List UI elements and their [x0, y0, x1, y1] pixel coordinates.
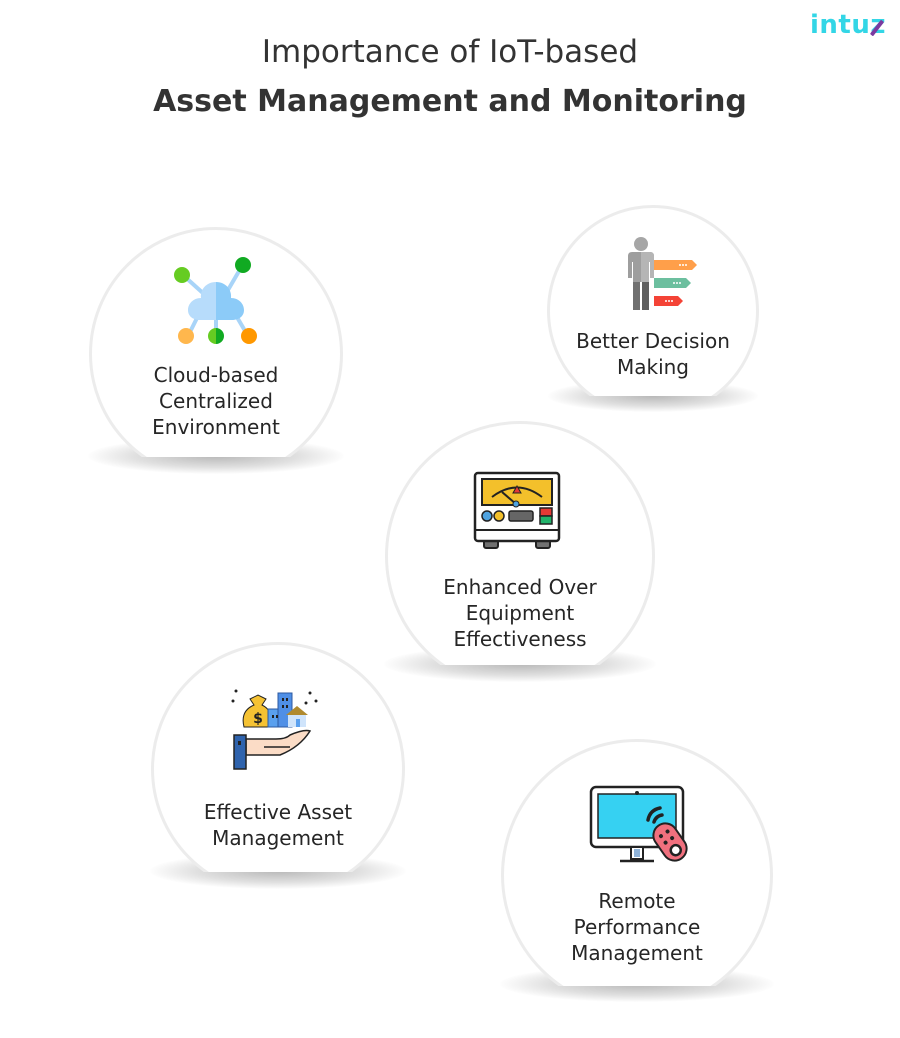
label-line: Management: [212, 826, 344, 850]
label-line: Remote: [598, 889, 676, 913]
label-line: Effectiveness: [453, 627, 587, 651]
card-disc: [501, 739, 773, 986]
card-disc: [385, 421, 655, 665]
page-title-line1: Importance of IoT-based: [261, 34, 639, 70]
card-effective-asset-management: $ Effective Asset Management: [150, 641, 406, 891]
logo-accent-z: z: [870, 10, 887, 40]
label-line: Effective Asset: [203, 800, 353, 824]
label-line: Enhanced Over: [443, 575, 597, 599]
label-line: Performance: [573, 915, 701, 939]
label-line: Equipment: [465, 601, 575, 625]
card-enhanced-equipment-effectiveness: Enhanced Over Equipment Effectiveness: [384, 420, 656, 682]
card-disc: [547, 205, 759, 396]
card-remote-performance-management: Remote Performance Management: [500, 738, 774, 1004]
intuz-logo: intuz: [810, 10, 886, 40]
voltmeter-equipment-icon: [472, 470, 562, 557]
card-better-decision-making: Better Decision Making: [546, 204, 760, 414]
logo-text: intu: [810, 10, 871, 40]
card-cloud-based-environment: Cloud-based Centralized Environment: [88, 226, 344, 476]
label-line: Better Decision: [576, 329, 730, 353]
page-title-line2: Asset Management and Monitoring: [153, 84, 747, 119]
card-label: Remote Performance Management: [500, 888, 774, 966]
label-line: Making: [616, 355, 690, 379]
cloud-network-icon: [170, 254, 262, 351]
svg-text:$: $: [253, 711, 263, 727]
label-line: Management: [571, 941, 703, 965]
card-label: Better Decision Making: [546, 328, 760, 380]
card-label: Cloud-based Centralized Environment: [88, 362, 344, 440]
person-decision-arrows-icon: [622, 234, 702, 319]
card-label: Enhanced Over Equipment Effectiveness: [384, 574, 656, 652]
label-line: Centralized: [159, 389, 273, 413]
card-label: Effective Asset Management: [150, 799, 406, 851]
label-line: Cloud-based: [153, 363, 279, 387]
monitor-remote-icon: [588, 784, 688, 873]
label-line: Environment: [152, 415, 280, 439]
hand-money-buildings-icon: $: [230, 685, 320, 780]
card-disc: [151, 642, 405, 872]
